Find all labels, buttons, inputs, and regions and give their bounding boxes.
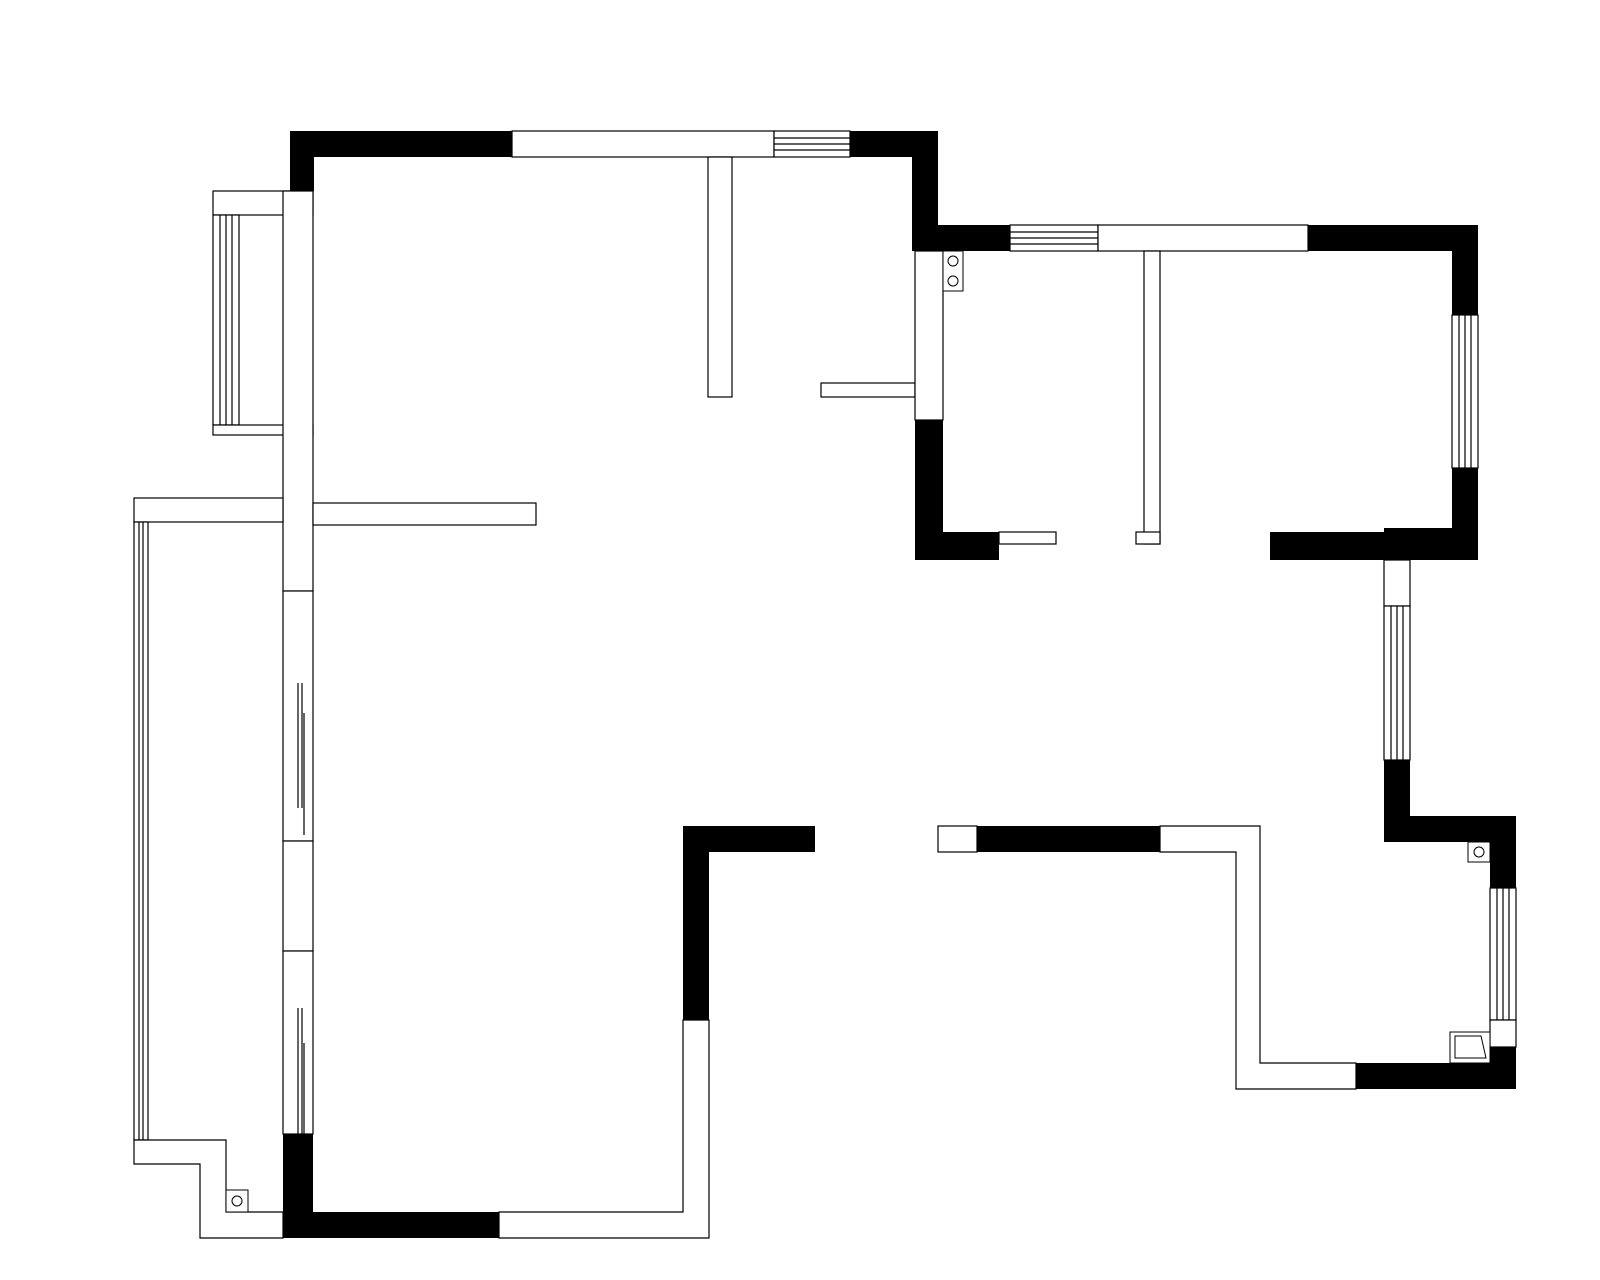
wall-bath-bottom <box>1356 1063 1516 1089</box>
window-upper-mid-wide <box>1097 224 1309 252</box>
wall-center-lower-vertical <box>683 826 709 1020</box>
wall-center-right-top <box>977 826 1160 852</box>
load-bearing-walls <box>283 131 1516 1238</box>
wall-upper-right-bottom-step <box>1384 528 1478 538</box>
partition-mid-room-left-upper <box>914 250 944 421</box>
pipe-riser-icon <box>947 255 959 267</box>
balcony-top-ledge <box>133 497 284 523</box>
partition-walls <box>133 130 1517 1239</box>
partition-left-vertical-lower <box>282 840 314 952</box>
pipe-riser-icon <box>1473 846 1485 858</box>
wall-bath-right-top <box>1490 816 1516 888</box>
balcony-bottom <box>133 1139 284 1239</box>
partition-left-vertical-upper <box>282 190 314 592</box>
wall-upper-right-side-top <box>1452 225 1478 315</box>
window-top-left <box>511 130 775 158</box>
partition-stub-mid <box>820 382 916 398</box>
floor-drain-icon <box>1454 1035 1487 1059</box>
partition-mid-bottom-stub <box>998 531 1057 545</box>
wall-bottom-left-horizontal <box>283 1212 499 1238</box>
pipe-riser-icon <box>231 1195 243 1207</box>
partition-bath-left <box>1159 825 1357 1090</box>
partition-center-right-stub <box>937 825 978 853</box>
partition-center-lower-extension <box>498 1019 710 1239</box>
wall-top-left-corner <box>290 131 314 191</box>
balcony-long-window <box>133 521 149 1141</box>
wall-bath-right-bottom <box>1490 1047 1516 1089</box>
wall-mid-room-bottom <box>915 532 999 560</box>
fixtures <box>225 250 1491 1213</box>
pipe-riser-icon <box>947 275 959 287</box>
partition-between-rooms <box>1143 250 1161 545</box>
window-bath-right-sill <box>1489 1019 1517 1048</box>
wall-upper-right-top <box>1308 225 1478 251</box>
partition-room-door-stub <box>1135 531 1161 545</box>
partition-top-interior <box>707 156 733 398</box>
window-right-column-top <box>1383 559 1411 607</box>
partition-left-horizontal <box>312 502 537 526</box>
wall-top-left <box>290 131 512 157</box>
wall-step-horizontal <box>912 225 1010 251</box>
